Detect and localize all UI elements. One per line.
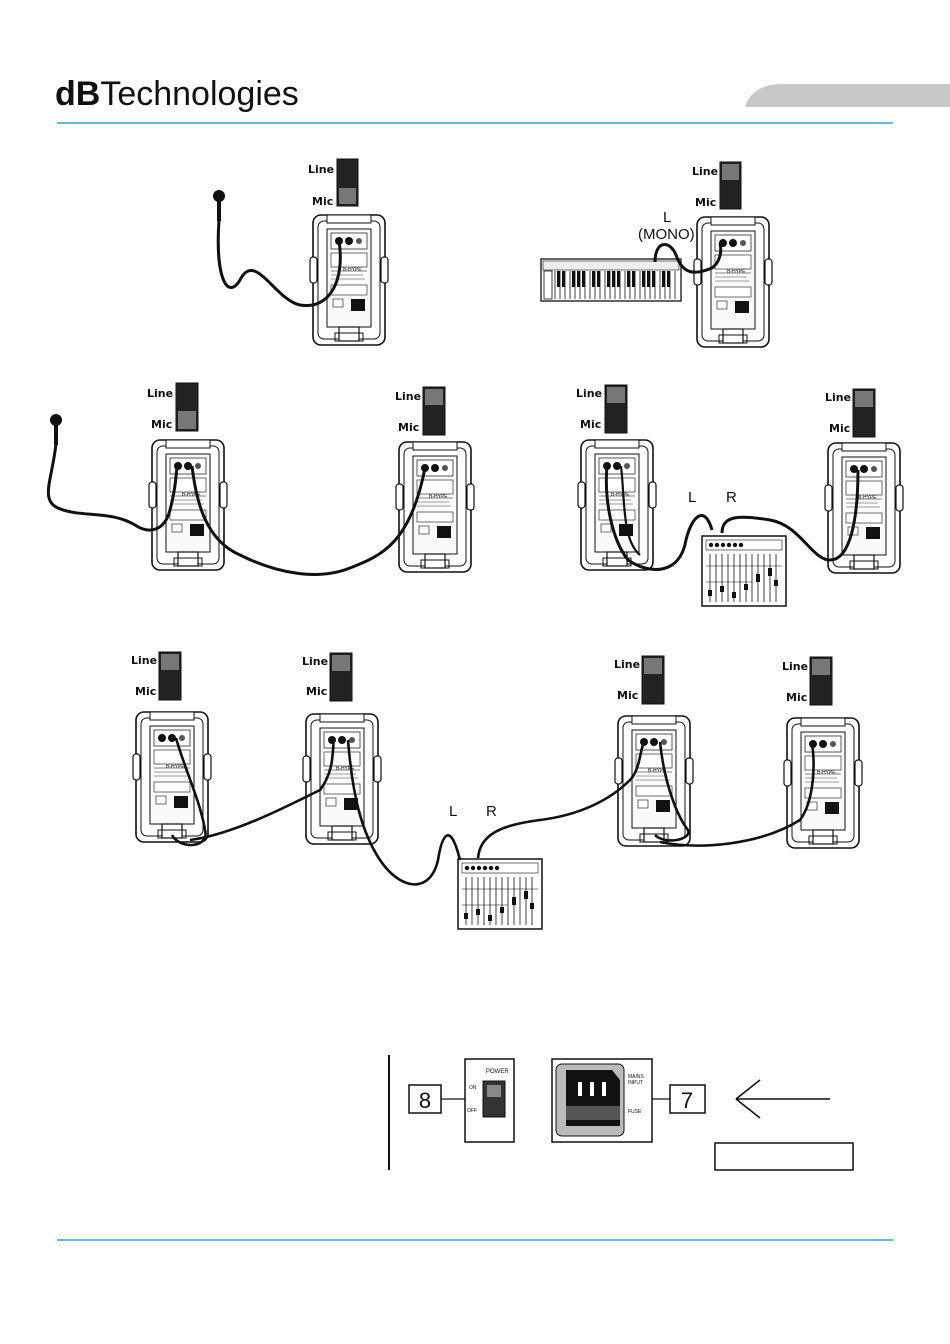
switch-mic-label: Mic (151, 418, 172, 431)
power-title-label: POWER (486, 1069, 509, 1075)
speaker-d (784, 718, 862, 848)
iec-pin-right (602, 1082, 606, 1096)
speaker-badge: B-HYPE (727, 269, 746, 275)
switch-mic-label: Mic (695, 196, 716, 209)
switch-line-label: Line (147, 387, 173, 400)
power-panel: 8 POWER ON OFF MAINS INPUT FUSE 7 (389, 1055, 853, 1170)
speaker-1 (149, 440, 227, 570)
switch-mic-label: Mic (829, 422, 850, 435)
switch-line-label: Line (302, 655, 328, 668)
header-tab-shape (745, 84, 950, 107)
fuse-label: FUSE (628, 1109, 642, 1115)
switch-mic-label: Mic (135, 685, 156, 698)
power-on-label: ON (469, 1085, 477, 1091)
speaker (694, 217, 772, 347)
switch-line-label: Line (825, 391, 851, 404)
switch-mic-label: Mic (306, 685, 327, 698)
brand-prefix: dB (55, 75, 100, 113)
switch-position-line (722, 164, 739, 180)
switch-position-line (855, 391, 873, 407)
speaker-badge: B-HYPE (343, 267, 362, 273)
iec-pin-center (590, 1082, 594, 1096)
power-off-label: OFF (467, 1108, 477, 1114)
diagram-mic-chain: Line Mic B-HYPE Line Mic B-HYPE (48, 383, 474, 574)
switch-mic-label: Mic (786, 691, 807, 704)
switch-line-label: Line (395, 390, 421, 403)
speaker-b (303, 714, 381, 844)
switch-position-mic (339, 188, 356, 204)
microphone-icon (213, 190, 225, 221)
channel-mono-label: (MONO) (638, 226, 695, 243)
switch-line-label: Line (692, 165, 718, 178)
channel-right-label: R (486, 803, 497, 820)
switch-mic-label: Mic (580, 418, 601, 431)
channel-left-label: L (663, 209, 671, 226)
speaker (310, 215, 388, 345)
switch-line-label: Line (782, 660, 808, 673)
switch-line-label: Line (576, 387, 602, 400)
power-switch-rocker (487, 1085, 501, 1097)
switch-position-line (607, 387, 625, 403)
iec-pin-left (578, 1082, 582, 1096)
switch-position-line (812, 659, 830, 675)
speaker-badge: B-HYPE (858, 495, 877, 501)
speaker-2 (396, 442, 474, 572)
arrow-left-icon (736, 1080, 830, 1118)
callout-8-label: 8 (419, 1088, 431, 1113)
switch-mic-label: Mic (312, 195, 333, 208)
input-label: INPUT (628, 1080, 643, 1086)
diagram-keyboard-mono: Line Mic B-HYPE L (MONO) (541, 162, 772, 347)
callout-7-label: 7 (681, 1088, 693, 1113)
switch-position-line (161, 654, 179, 670)
channel-left-label: L (449, 803, 457, 820)
mixer-icon (458, 859, 542, 929)
fuse-holder (566, 1106, 620, 1120)
switch-position-line (332, 655, 350, 671)
diagram-mic-single: Line Mic B-HYPE (213, 159, 388, 345)
speaker-badge: B-HYPE (817, 770, 836, 776)
header: dBTechnologies (55, 75, 950, 123)
switch-position-line (425, 389, 443, 405)
speaker-badge: B-HYPE (429, 494, 448, 500)
diagram-mixer-four-speakers: Line Mic B-HYPE Line Mic B-HYPE Line Mic… (131, 652, 862, 929)
speaker-badge: B-HYPE (611, 492, 630, 498)
keyboard-icon (541, 259, 681, 301)
channel-right-label: R (726, 489, 737, 506)
switch-mic-label: Mic (398, 421, 419, 434)
switch-line-label: Line (308, 163, 334, 176)
speaker-right (825, 443, 903, 573)
switch-position-mic (178, 411, 196, 429)
speaker-c (615, 716, 693, 846)
link-cable (192, 466, 425, 574)
switch-position-line (644, 658, 662, 674)
switch-mic-label: Mic (617, 689, 638, 702)
channel-left-label: L (688, 489, 696, 506)
microphone-icon (50, 414, 62, 445)
brand-logo: dBTechnologies (55, 75, 299, 113)
switch-line-label: Line (614, 658, 640, 671)
speaker-a (133, 712, 211, 842)
speaker-left (578, 440, 656, 570)
brand-suffix: Technologies (100, 75, 298, 113)
diagram-mixer-stereo: Line Mic B-HYPE Line Mic B-HYPE L R (576, 385, 903, 606)
speaker-badge: B-HYPE (166, 764, 185, 770)
switch-line-label: Line (131, 654, 157, 667)
empty-label-box (715, 1143, 853, 1170)
mixer-icon (702, 536, 786, 606)
